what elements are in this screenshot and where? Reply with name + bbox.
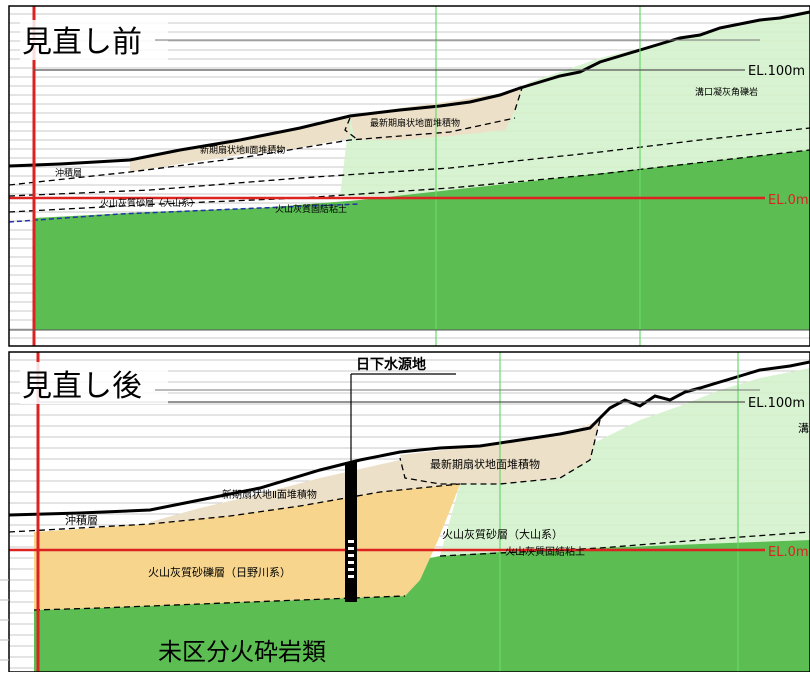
label-terrace: 新期扇状地Ⅱ面堆積物 xyxy=(222,488,317,501)
panel-title: 見直し前 xyxy=(22,25,142,60)
panel-title: 見直し後 xyxy=(22,369,142,404)
label-bedrock: 未区分火砕岩類 xyxy=(158,638,326,666)
scan-artifact-lines xyxy=(0,579,9,661)
bedrock-layer-after xyxy=(34,540,810,672)
bedrock-layer-before xyxy=(34,150,810,330)
label-hino-gravel: 火山灰質砂礫層（日野川系） xyxy=(148,565,291,579)
el0-label: EL.0m xyxy=(768,193,809,208)
label-daisen-sand: 火山灰質砂層（大山系） xyxy=(442,527,563,541)
ground-surface-line xyxy=(9,10,810,168)
label-alluvium: 沖積層 xyxy=(55,167,82,179)
label-latest-fan: 最新期扇状地面堆積物 xyxy=(370,117,460,129)
layer-boundaries xyxy=(9,87,810,213)
panel-before: EL.100m EL.0m 見直し前 沖積層 新期扇状地Ⅱ面堆積物 最新期扇状地… xyxy=(9,6,810,346)
label-talus-partial: 溝 xyxy=(798,422,809,435)
ground-surface-line xyxy=(9,360,810,517)
label-talus: 溝口凝灰角礫岩 xyxy=(695,86,758,98)
talus-layer xyxy=(340,10,810,196)
label-latest-fan: 最新期扇状地面堆積物 xyxy=(430,457,540,471)
el100-label: EL.100m xyxy=(748,396,805,411)
terrace-deposit-layer xyxy=(150,460,460,524)
talus-layer xyxy=(440,368,810,556)
well-label: 日下水源地 xyxy=(356,356,426,373)
well-screen xyxy=(348,540,354,578)
el0-label: EL.0m xyxy=(768,545,809,560)
label-volcanic-sand: 火山灰質砂層（大山系） xyxy=(100,197,199,209)
panel-after: EL.100m EL.0m 見直し後 日下水源地 沖積層 新期扇状地Ⅱ面堆積物 … xyxy=(9,352,810,672)
label-alluvium: 沖積層 xyxy=(65,513,98,527)
label-terrace: 新期扇状地Ⅱ面堆積物 xyxy=(200,144,285,156)
well-bore xyxy=(345,462,357,602)
label-volcanic-clay: 火山灰質固結粘土 xyxy=(505,545,585,558)
label-volcanic-clay: 火山灰質固結粘土 xyxy=(275,203,347,215)
layer-boundaries xyxy=(9,419,810,611)
el100-label: EL.100m xyxy=(748,64,805,79)
